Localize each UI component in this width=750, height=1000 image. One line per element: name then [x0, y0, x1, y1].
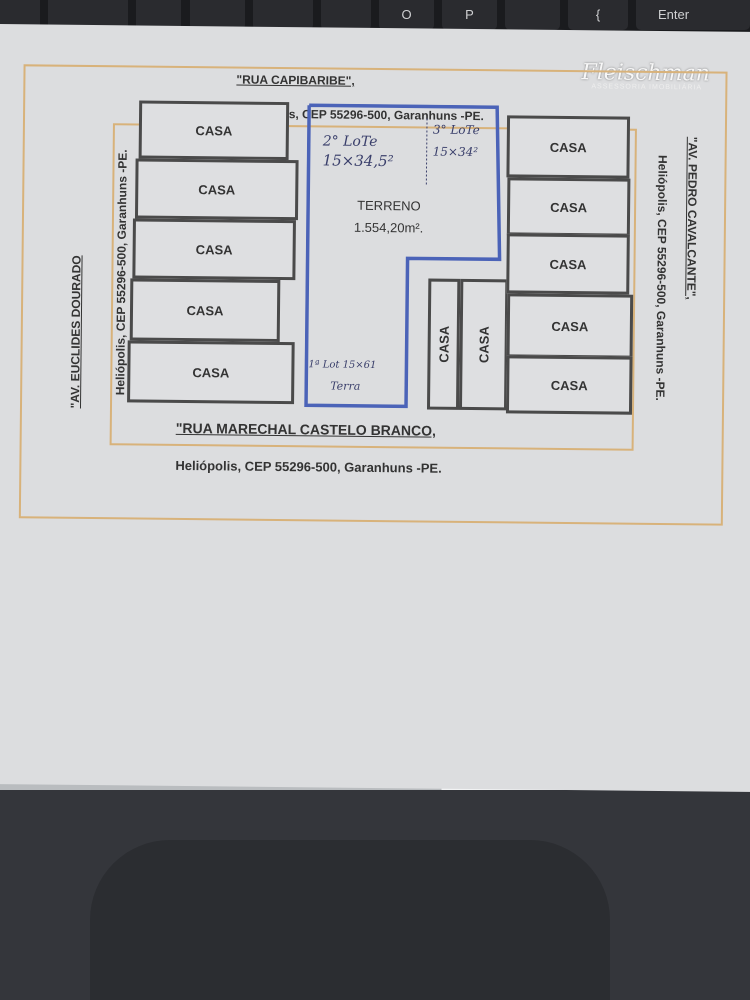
house-middle-1: CASA	[426, 278, 461, 410]
house-label: CASA	[198, 181, 236, 198]
handwritten-lot3-size: 15×34²	[432, 144, 479, 160]
street-bottom-address: Heliópolis, CEP 55296-500, Garanhuns -PE…	[175, 457, 442, 476]
handwritten-lot3: 3° LoTe	[432, 122, 480, 138]
house-left-4: CASA	[129, 278, 281, 342]
house-label: CASA	[195, 241, 233, 257]
handwritten-lot2: 2° LoTe	[322, 133, 378, 151]
house-left-1: CASA	[138, 100, 290, 161]
street-top-name: "RUA CAPIBARIBE",	[236, 72, 355, 88]
plan-sheet: Fleischman ASSESSORIA IMOBILIÁRIA "RUA C…	[0, 23, 750, 793]
house-label: CASA	[195, 122, 233, 138]
keyboard-key	[321, 0, 371, 30]
house-label: CASA	[549, 256, 587, 272]
keyboard-key-enter: Enter	[636, 0, 750, 30]
house-label: CASA	[186, 302, 224, 318]
house-left-5: CASA	[127, 340, 295, 405]
house-label: CASA	[550, 377, 588, 393]
house-middle-2: CASA	[458, 278, 509, 411]
lap-fabric-fold	[90, 840, 610, 1000]
handwritten-note-1: 1ª Lot 15×61	[308, 359, 377, 372]
keyboard: O P { Enter	[0, 0, 750, 40]
handwritten-lot2-size: 15×34,5²	[322, 151, 394, 171]
terreno-lot-outline	[304, 103, 502, 409]
house-right-4: CASA	[506, 293, 634, 359]
keyboard-key-brace: {	[568, 0, 628, 30]
house-label: CASA	[551, 318, 589, 334]
street-right-name: "AV. PEDRO CAVALCANTE",	[684, 136, 700, 300]
house-label: CASA	[435, 325, 452, 363]
keyboard-key-o: O	[379, 0, 434, 30]
house-label: CASA	[550, 199, 588, 215]
house-right-2: CASA	[506, 177, 631, 237]
street-left-name: "AV. EUCLIDES DOURADO	[67, 255, 84, 409]
house-left-3: CASA	[132, 218, 296, 281]
keyboard-key	[253, 0, 313, 30]
house-left-2: CASA	[134, 158, 299, 221]
house-label: CASA	[549, 139, 587, 155]
handwritten-note-2: Terra	[330, 379, 361, 393]
house-label: CASA	[192, 364, 230, 380]
house-label: CASA	[475, 326, 492, 364]
house-right-5: CASA	[505, 355, 633, 415]
terreno-label: TERRENO	[357, 197, 421, 214]
terreno-area: 1.554,20m².	[353, 219, 424, 236]
keyboard-key	[190, 0, 245, 30]
house-right-3: CASA	[506, 233, 630, 295]
house-right-1: CASA	[506, 115, 631, 179]
keyboard-key-p: P	[442, 0, 497, 30]
keyboard-key	[505, 0, 560, 30]
